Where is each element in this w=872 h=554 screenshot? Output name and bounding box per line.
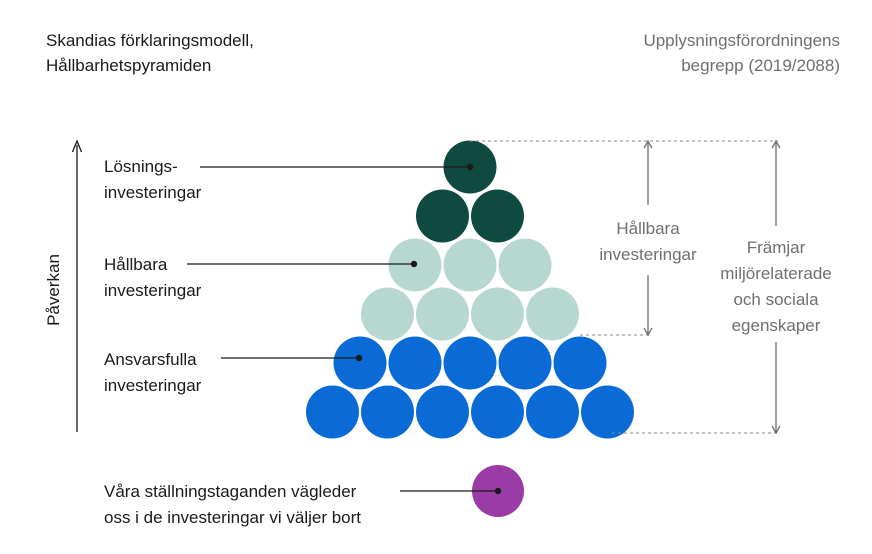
diagram-title: Skandias förklaringsmodell, Hållbarhetsp… (46, 28, 254, 78)
level-responsible-leader-dot (355, 354, 363, 362)
pyramid-circle-sustainable (471, 287, 524, 341)
pyramid-circle-responsible (333, 336, 387, 390)
impact-axis-label: Påverkan (44, 254, 63, 326)
level-sustainable: Hållbara investeringar (104, 255, 418, 300)
level-solutions-label-line-2: investeringar (104, 183, 202, 202)
pyramid-circle-sustainable (443, 238, 497, 292)
bracket-promotes-line-1: Främjar (747, 238, 806, 257)
level-responsible-label-line-2: investeringar (104, 376, 202, 395)
bracket-promotes-line-3: och sociala (733, 290, 819, 309)
bracket-promotes-line-2: miljörelaterade (720, 264, 832, 283)
level-solutions: Lösnings- investeringar (104, 157, 474, 202)
pyramid-circle-responsible (361, 385, 414, 439)
bracket-sustainable-line-2: investeringar (599, 245, 697, 264)
pyramid-circle-solutions (471, 189, 524, 243)
pyramid-circle-responsible (416, 385, 469, 439)
pyramid-circle-responsible (526, 385, 579, 439)
bracket-promotes-line-4: egenskaper (732, 316, 821, 335)
pyramid-circle-responsible (471, 385, 524, 439)
reference-line-2: begrepp (2019/2088) (681, 56, 840, 75)
exclusion-label-line-2: oss i de investeringar vi väljer bort (104, 508, 361, 527)
level-solutions-label-line-1: Lösnings- (104, 157, 178, 176)
pyramid-circle-sustainable (361, 287, 414, 341)
pyramid-circle-responsible (553, 336, 607, 390)
pyramid-circle-responsible (443, 336, 497, 390)
level-responsible-label-line-1: Ansvarsfulla (104, 350, 197, 369)
bracket-sustainable-line-1: Hållbara (616, 219, 680, 238)
pyramid-circle-responsible (306, 385, 359, 439)
pyramid-circle-sustainable (416, 287, 469, 341)
pyramid-circle-responsible (388, 336, 442, 390)
title-line-2: Hållbarhetspyramiden (46, 56, 212, 75)
level-responsible: Ansvarsfulla investeringar (104, 350, 363, 395)
pyramid (306, 140, 634, 439)
pyramid-circle-responsible (498, 336, 552, 390)
environmental-social-bracket: Främjar miljörelaterade och sociala egen… (720, 139, 832, 435)
pyramid-circle-sustainable (498, 238, 552, 292)
impact-axis-arrowhead (71, 139, 83, 153)
sustainable-investments-bracket: Hållbara investeringar (599, 139, 697, 337)
title-line-1: Skandias förklaringsmodell, (46, 31, 254, 50)
exclusion-leader-dot (494, 487, 502, 495)
exclusion-note: Våra ställningstaganden vägleder oss i d… (104, 482, 502, 527)
regulation-reference: Upplysningsförordningens begrepp (2019/2… (643, 28, 840, 78)
reference-line-1: Upplysningsförordningens (643, 31, 840, 50)
level-sustainable-label-line-2: investeringar (104, 281, 202, 300)
level-solutions-leader-dot (466, 163, 474, 171)
exclusion-label-line-1: Våra ställningstaganden vägleder (104, 482, 357, 501)
pyramid-circle-responsible (581, 385, 634, 439)
level-sustainable-label-line-1: Hållbara (104, 255, 168, 274)
pyramid-circle-sustainable (526, 287, 579, 341)
level-sustainable-leader-dot (410, 260, 418, 268)
pyramid-circle-solutions (416, 189, 469, 243)
